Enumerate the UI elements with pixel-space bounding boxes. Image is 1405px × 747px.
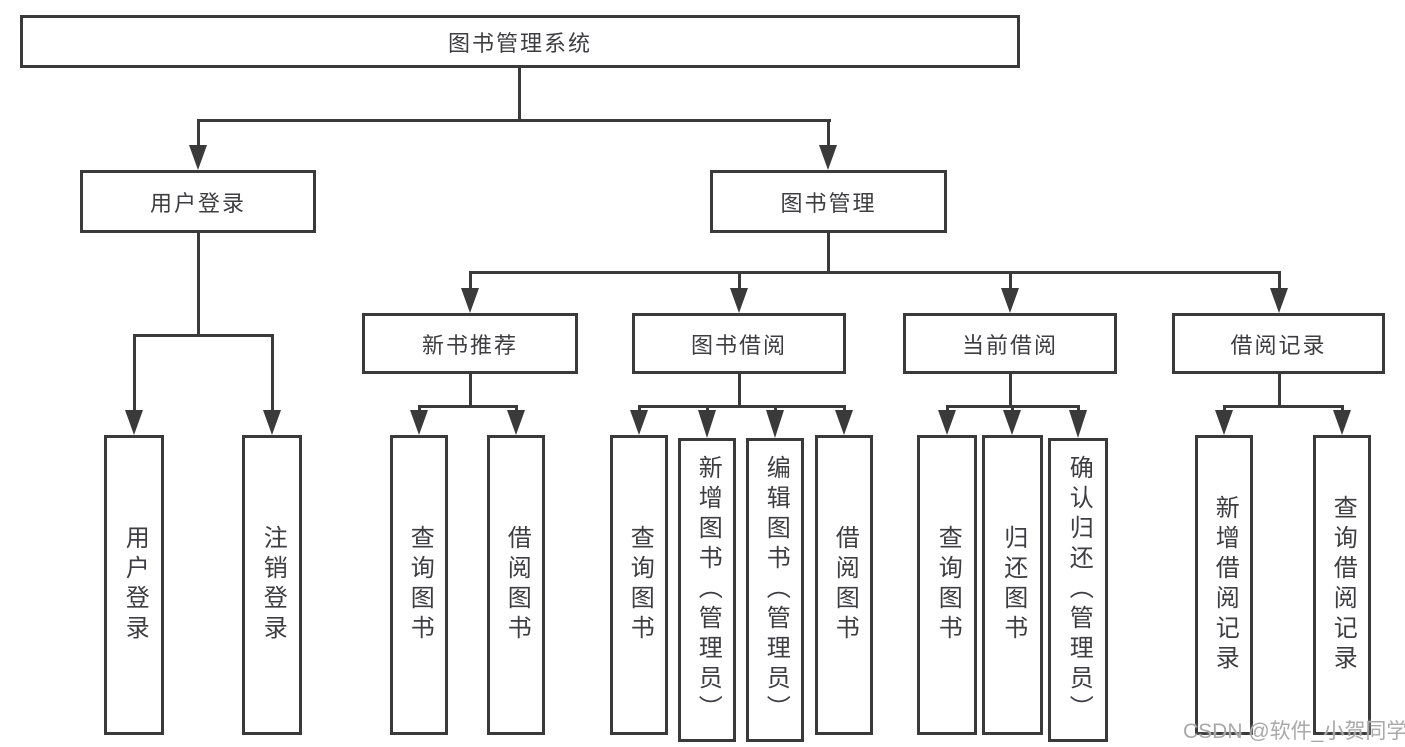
leaf-borrow-query: 查询图书 <box>610 435 668 735</box>
leaf-borrow-edit-admin-label: 编辑图书（管理员） <box>762 455 790 725</box>
leaf-user-login-label: 用户登录 <box>121 525 149 645</box>
leaf-borrow-add-admin-label: 新增图书（管理员） <box>694 455 722 725</box>
leaf-borrow-query-label: 查询图书 <box>626 525 654 645</box>
node-new-book: 新书推荐 <box>362 313 578 374</box>
leaf-user-login: 用户登录 <box>104 435 164 735</box>
connector-drop-leaf <box>418 405 421 413</box>
connector-drop-leaf <box>946 405 949 413</box>
leaf-current-query-label: 查询图书 <box>934 525 962 645</box>
node-book-mgmt: 图书管理 <box>710 170 947 233</box>
arrow-down-icon <box>938 410 956 435</box>
node-borrow-record: 借阅记录 <box>1172 313 1385 374</box>
arrow-down-icon <box>125 410 143 435</box>
connector-borrow-record-hbar <box>1223 405 1344 408</box>
arrow-down-icon <box>819 145 837 170</box>
arrow-down-icon <box>766 410 784 438</box>
leaf-borrow-add-admin: 新增图书（管理员） <box>678 438 736 742</box>
leaf-record-query-label: 查询借阅记录 <box>1329 495 1357 675</box>
node-root-label: 图书管理系统 <box>447 30 592 56</box>
node-current-borrow: 当前借阅 <box>903 313 1117 374</box>
arrow-down-icon <box>1001 288 1019 313</box>
connector-root-hbar <box>197 119 831 122</box>
node-book-borrow: 图书借阅 <box>632 313 846 374</box>
connector-drop-leaf <box>271 334 274 412</box>
connector-drop-book-borrow <box>738 271 741 290</box>
leaf-borrow-borrow: 借阅图书 <box>815 435 873 735</box>
csdn-watermark: CSDN @软件_小贺同学 <box>1183 720 1405 743</box>
connector-user-login-stem <box>197 233 200 336</box>
connector-drop-user-login <box>197 119 200 148</box>
node-current-borrow-label: 当前借阅 <box>961 332 1058 358</box>
arrow-down-icon <box>1215 410 1233 435</box>
node-user-login: 用户登录 <box>80 170 316 233</box>
arrow-down-icon <box>189 145 207 170</box>
leaf-newbook-borrow-label: 借阅图书 <box>503 525 531 645</box>
node-borrow-record-label: 借阅记录 <box>1230 332 1327 358</box>
connector-drop-leaf <box>774 405 777 413</box>
connector-drop-leaf <box>843 405 846 413</box>
leaf-logout-label: 注销登录 <box>259 525 287 645</box>
connector-root-stem <box>518 68 521 121</box>
connector-drop-leaf <box>1077 405 1080 413</box>
arrow-down-icon <box>1270 288 1288 313</box>
leaf-newbook-query-label: 查询图书 <box>406 525 434 645</box>
node-book-mgmt-label: 图书管理 <box>780 190 877 216</box>
arrow-down-icon <box>461 288 479 313</box>
connector-drop-leaf <box>1011 405 1014 413</box>
connector-book-borrow-hbar <box>638 405 846 408</box>
connector-drop-leaf <box>515 405 518 413</box>
leaf-current-return: 归还图书 <box>982 435 1043 735</box>
leaf-current-query: 查询图书 <box>917 435 977 735</box>
arrow-down-icon <box>507 410 525 435</box>
connector-book-mgmt-hbar <box>469 271 1281 274</box>
connector-current-borrow-stem <box>1009 374 1012 408</box>
leaf-current-confirm-admin: 确认归还（管理员） <box>1048 438 1108 742</box>
leaf-logout: 注销登录 <box>242 435 302 735</box>
node-new-book-label: 新书推荐 <box>421 332 518 358</box>
arrow-down-icon <box>730 288 748 313</box>
connector-drop-leaf <box>133 334 136 412</box>
connector-drop-current-borrow <box>1009 271 1012 290</box>
node-user-login-label: 用户登录 <box>149 190 246 216</box>
leaf-current-return-label: 归还图书 <box>999 525 1027 645</box>
leaf-newbook-borrow: 借阅图书 <box>487 435 545 735</box>
node-root: 图书管理系统 <box>20 15 1020 68</box>
connector-drop-book-mgmt <box>827 119 830 148</box>
connector-drop-new-book <box>469 271 472 290</box>
arrow-down-icon <box>698 410 716 438</box>
connector-drop-leaf <box>638 405 641 413</box>
leaf-record-add-label: 新增借阅记录 <box>1211 495 1239 675</box>
leaf-current-confirm-admin-label: 确认归还（管理员） <box>1065 455 1093 725</box>
connector-drop-borrow-record <box>1278 271 1281 290</box>
connector-new-book-hbar <box>418 405 518 408</box>
arrow-down-icon <box>630 410 648 435</box>
arrow-down-icon <box>410 410 428 435</box>
leaf-record-add: 新增借阅记录 <box>1195 435 1253 735</box>
connector-borrow-record-stem <box>1278 374 1281 408</box>
leaf-borrow-edit-admin: 编辑图书（管理员） <box>746 438 804 742</box>
connector-new-book-stem <box>469 374 472 408</box>
connector-drop-leaf <box>706 405 709 413</box>
arrow-down-icon <box>1003 410 1021 435</box>
arrow-down-icon <box>835 410 853 435</box>
arrow-down-icon <box>1069 410 1087 438</box>
arrow-down-icon <box>1333 410 1351 435</box>
leaf-borrow-borrow-label: 借阅图书 <box>831 525 859 645</box>
connector-drop-leaf <box>1223 405 1226 413</box>
connector-user-login-hbar <box>133 334 274 337</box>
connector-drop-leaf <box>1341 405 1344 413</box>
connector-book-mgmt-stem <box>827 233 830 273</box>
leaf-record-query: 查询借阅记录 <box>1313 435 1371 735</box>
connector-book-borrow-stem <box>738 374 741 408</box>
node-book-borrow-label: 图书借阅 <box>690 332 787 358</box>
arrow-down-icon <box>263 410 281 435</box>
leaf-newbook-query: 查询图书 <box>390 435 448 735</box>
